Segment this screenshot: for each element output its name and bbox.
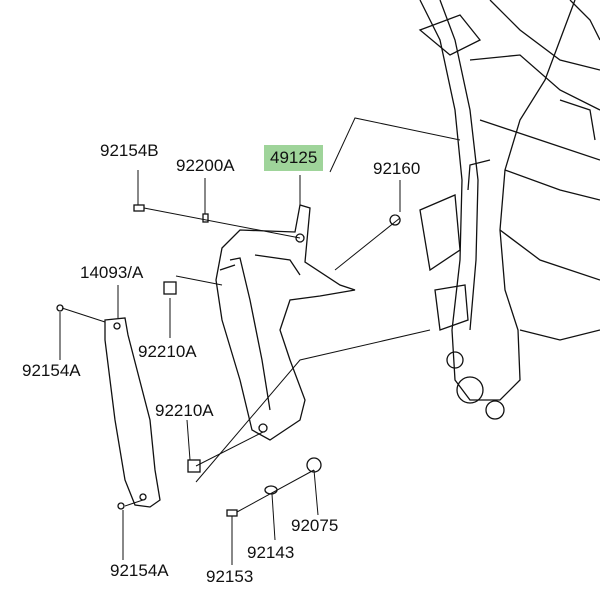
part-label-92075[interactable]: 92075 — [291, 516, 339, 535]
part-label-92154a[interactable]: 92154A — [22, 361, 81, 380]
part-label-14093a[interactable]: 14093/A — [80, 263, 144, 282]
part-label-92210a[interactable]: 92210A — [138, 342, 197, 361]
part-label-92160[interactable]: 92160 — [373, 159, 421, 178]
cowl-part-drawing — [215, 204, 356, 441]
part-label-49125-highlighted[interactable]: 49125 — [264, 145, 324, 171]
part-label-92154b[interactable]: 92154B — [100, 141, 159, 160]
part-label-92143[interactable]: 92143 — [247, 543, 295, 562]
leader-lines — [59, 117, 461, 565]
part-label-92200a[interactable]: 92200A — [176, 156, 235, 175]
part-label-92210a-lower[interactable]: 92210A — [155, 401, 214, 420]
part-label-92154a-lower[interactable]: 92154A — [110, 561, 169, 580]
frame-drawing — [418, 0, 600, 420]
fasteners — [56, 204, 401, 517]
part-label-92153[interactable]: 92153 — [206, 567, 254, 586]
